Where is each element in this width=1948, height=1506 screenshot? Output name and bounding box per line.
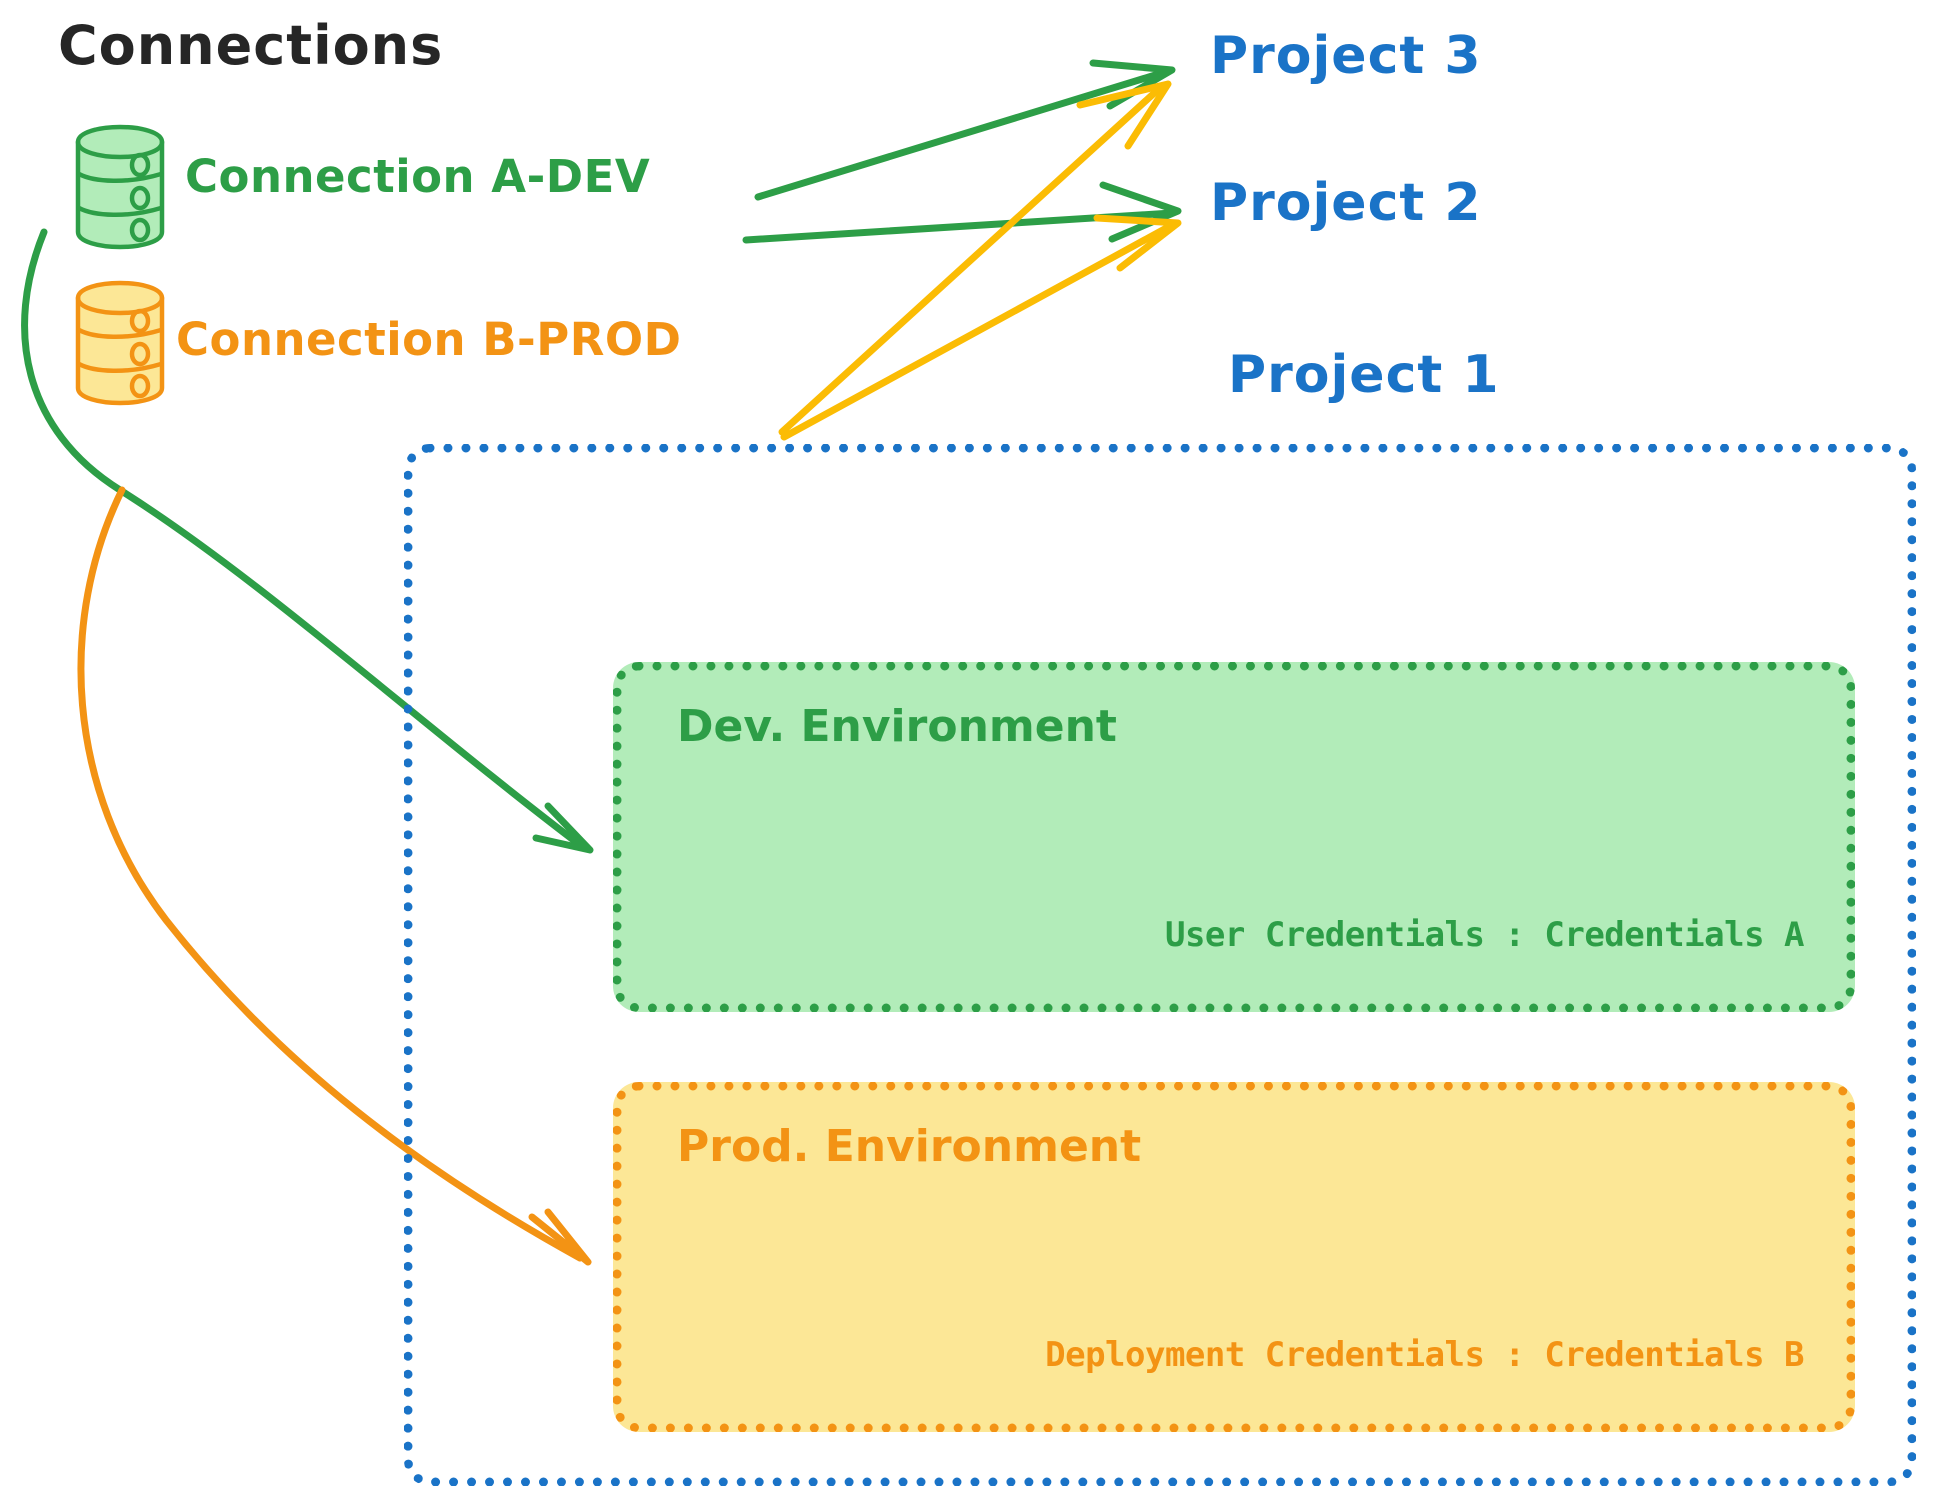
project-label-3: Project 3 xyxy=(1210,26,1482,86)
edge-a-dev-to-project-3 xyxy=(754,59,1176,201)
connection-label-b-prod: Connection B-PROD xyxy=(176,313,682,366)
database-cylinder-icon-a xyxy=(70,122,170,256)
dev-environment-title: Dev. Environment xyxy=(677,701,1117,752)
prod-environment-credentials: Deployment Credentials : Credentials B xyxy=(1045,1335,1804,1375)
project-label-1: Project 1 xyxy=(1228,345,1500,405)
edge-b-prod-to-project-2 xyxy=(780,214,1182,441)
dev-environment-box: Dev. Environment User Credentials : Cred… xyxy=(613,662,1855,1012)
project-label-2: Project 2 xyxy=(1210,173,1482,233)
prod-environment-title: Prod. Environment xyxy=(677,1121,1142,1172)
project-1-container: Dev. Environment User Credentials : Cred… xyxy=(404,444,1916,1486)
page-title: Connections xyxy=(58,14,444,77)
connection-label-a-dev: Connection A-DEV xyxy=(185,150,651,203)
dev-environment-credentials: User Credentials : Credentials A xyxy=(1164,915,1805,955)
edge-a-dev-to-project-2 xyxy=(742,181,1182,244)
edge-b-prod-to-project-3 xyxy=(778,80,1172,436)
database-cylinder-icon-b xyxy=(70,278,170,412)
prod-environment-box: Prod. Environment Deployment Credentials… xyxy=(613,1082,1855,1432)
